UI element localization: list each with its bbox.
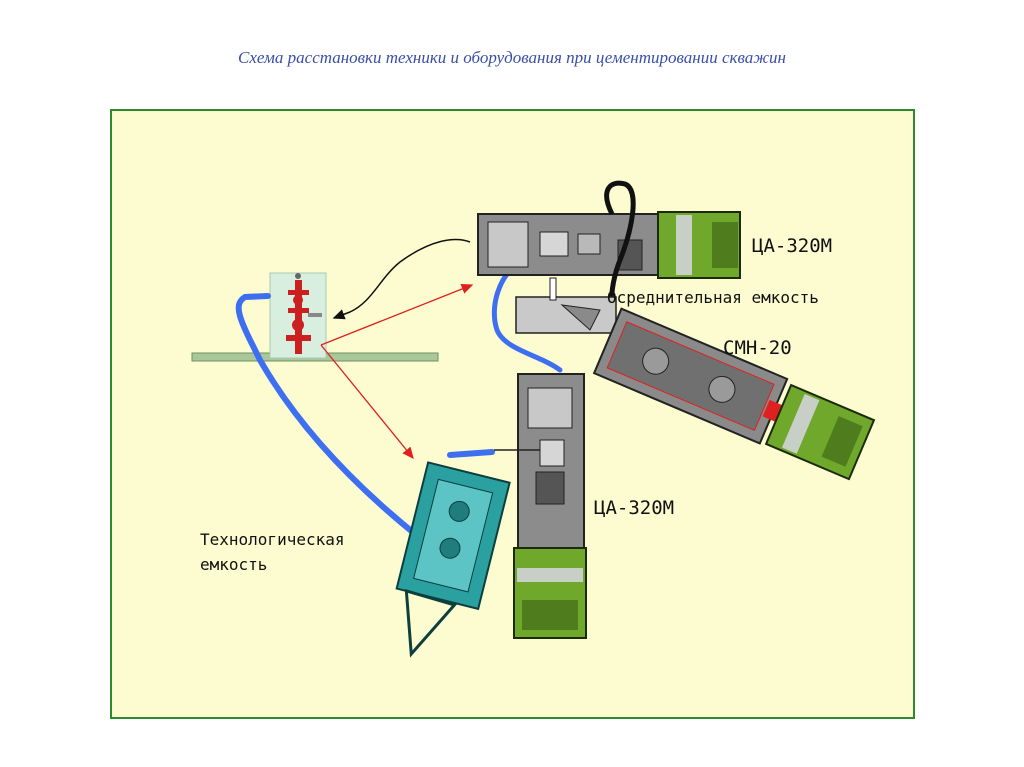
label-pump-unit-bottom: ЦА-320М bbox=[594, 497, 674, 519]
pump-unit-top bbox=[477, 180, 741, 321]
label-tech-tank-line1: Технологическая bbox=[200, 530, 345, 549]
label-mixer: СМН-20 bbox=[723, 337, 792, 359]
slide-title: Схема расстановки техники и оборудования… bbox=[238, 48, 786, 67]
technological-tank bbox=[395, 461, 511, 658]
discharge-line bbox=[332, 238, 471, 320]
label-tech-tank-line2: емкость bbox=[200, 555, 267, 574]
mixer-truck bbox=[592, 307, 876, 481]
pump-unit-bottom bbox=[494, 373, 587, 639]
label-pump-unit-top: ЦА-320М bbox=[752, 235, 832, 257]
signal-arrow-to-pump bbox=[320, 284, 474, 346]
hose-tank-to-well bbox=[235, 293, 423, 541]
label-averaging-tank: Осреднительная емкость bbox=[607, 288, 819, 307]
hose-pump-suction bbox=[491, 255, 563, 373]
wellhead bbox=[269, 272, 327, 359]
signal-arrow-to-tank bbox=[320, 344, 414, 460]
averaging-tank bbox=[515, 277, 617, 334]
